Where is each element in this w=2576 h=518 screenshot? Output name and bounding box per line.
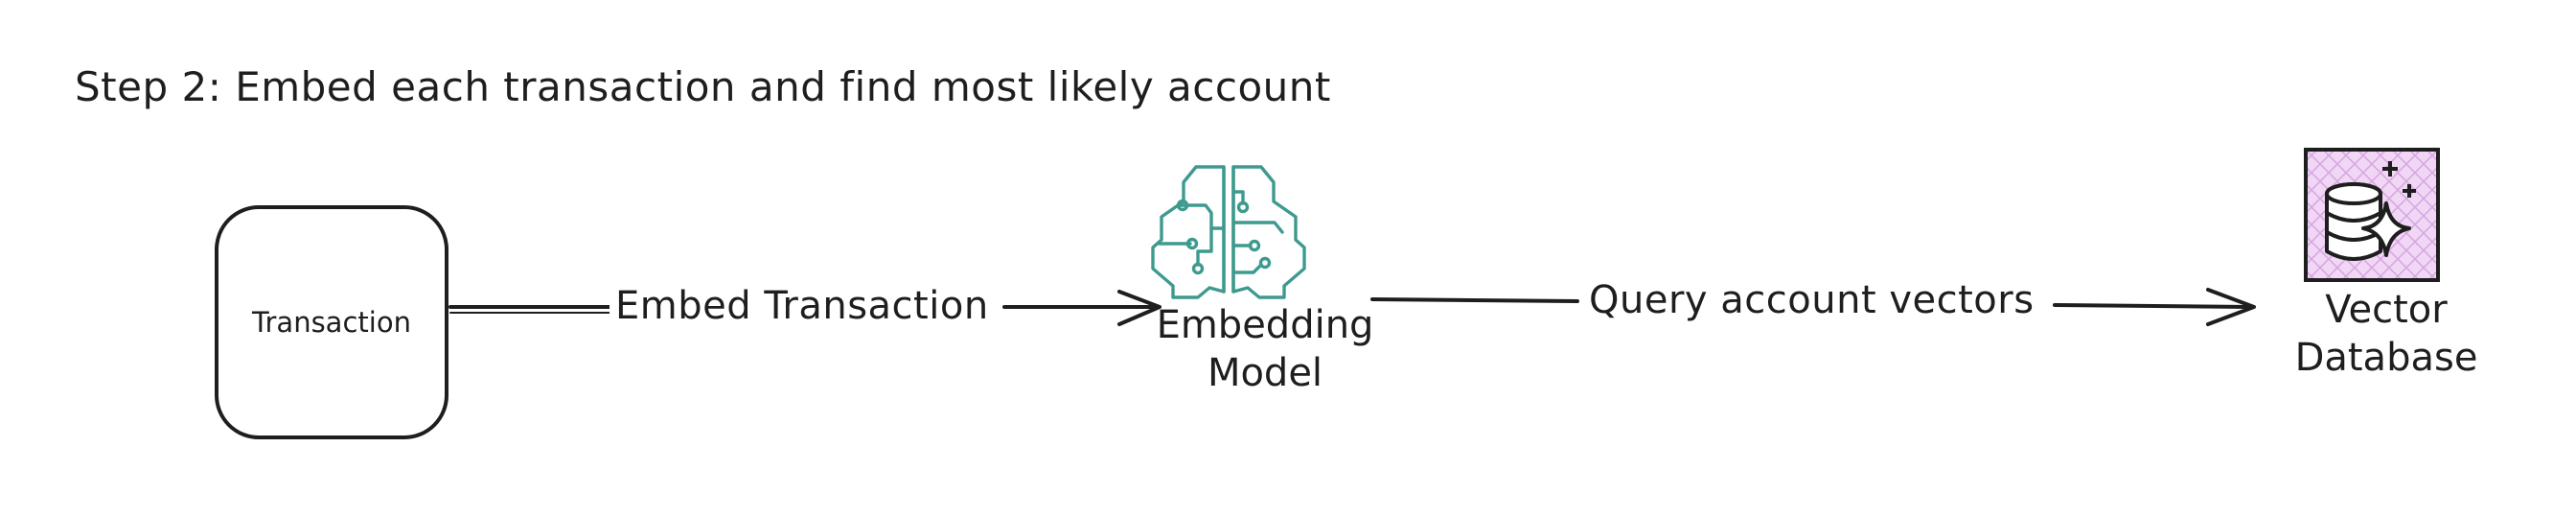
embedding-model-caption: Embedding Model [1121,301,1409,397]
vector-database-caption-line2: Database [2294,336,2478,380]
embedding-model-caption-line2: Model [1207,351,1323,395]
diagram-title: Step 2: Embed each transaction and find … [75,63,1331,110]
vector-database-caption: Vector Database [2242,286,2530,382]
brain-circuit-icon [1151,165,1306,299]
edge-query-line-right [2053,303,2252,309]
edge-query-label: Query account vectors [1583,278,2040,322]
transaction-node[interactable] [215,205,448,439]
embedding-model-caption-line1: Embedding [1156,303,1374,347]
edge-query-line-left [1370,297,1579,303]
edge-query-arrowhead [2206,288,2256,326]
database-sparkle-icon [2304,148,2440,282]
edge-embed-arrowhead [1117,290,1162,326]
edge-embed-transaction [448,290,1162,326]
vector-database-caption-line1: Vector [2325,288,2448,332]
edge-embed-label: Embed Transaction [610,284,995,328]
transaction-node-label: Transaction [252,306,411,339]
edge-query-vectors [1370,288,2256,326]
